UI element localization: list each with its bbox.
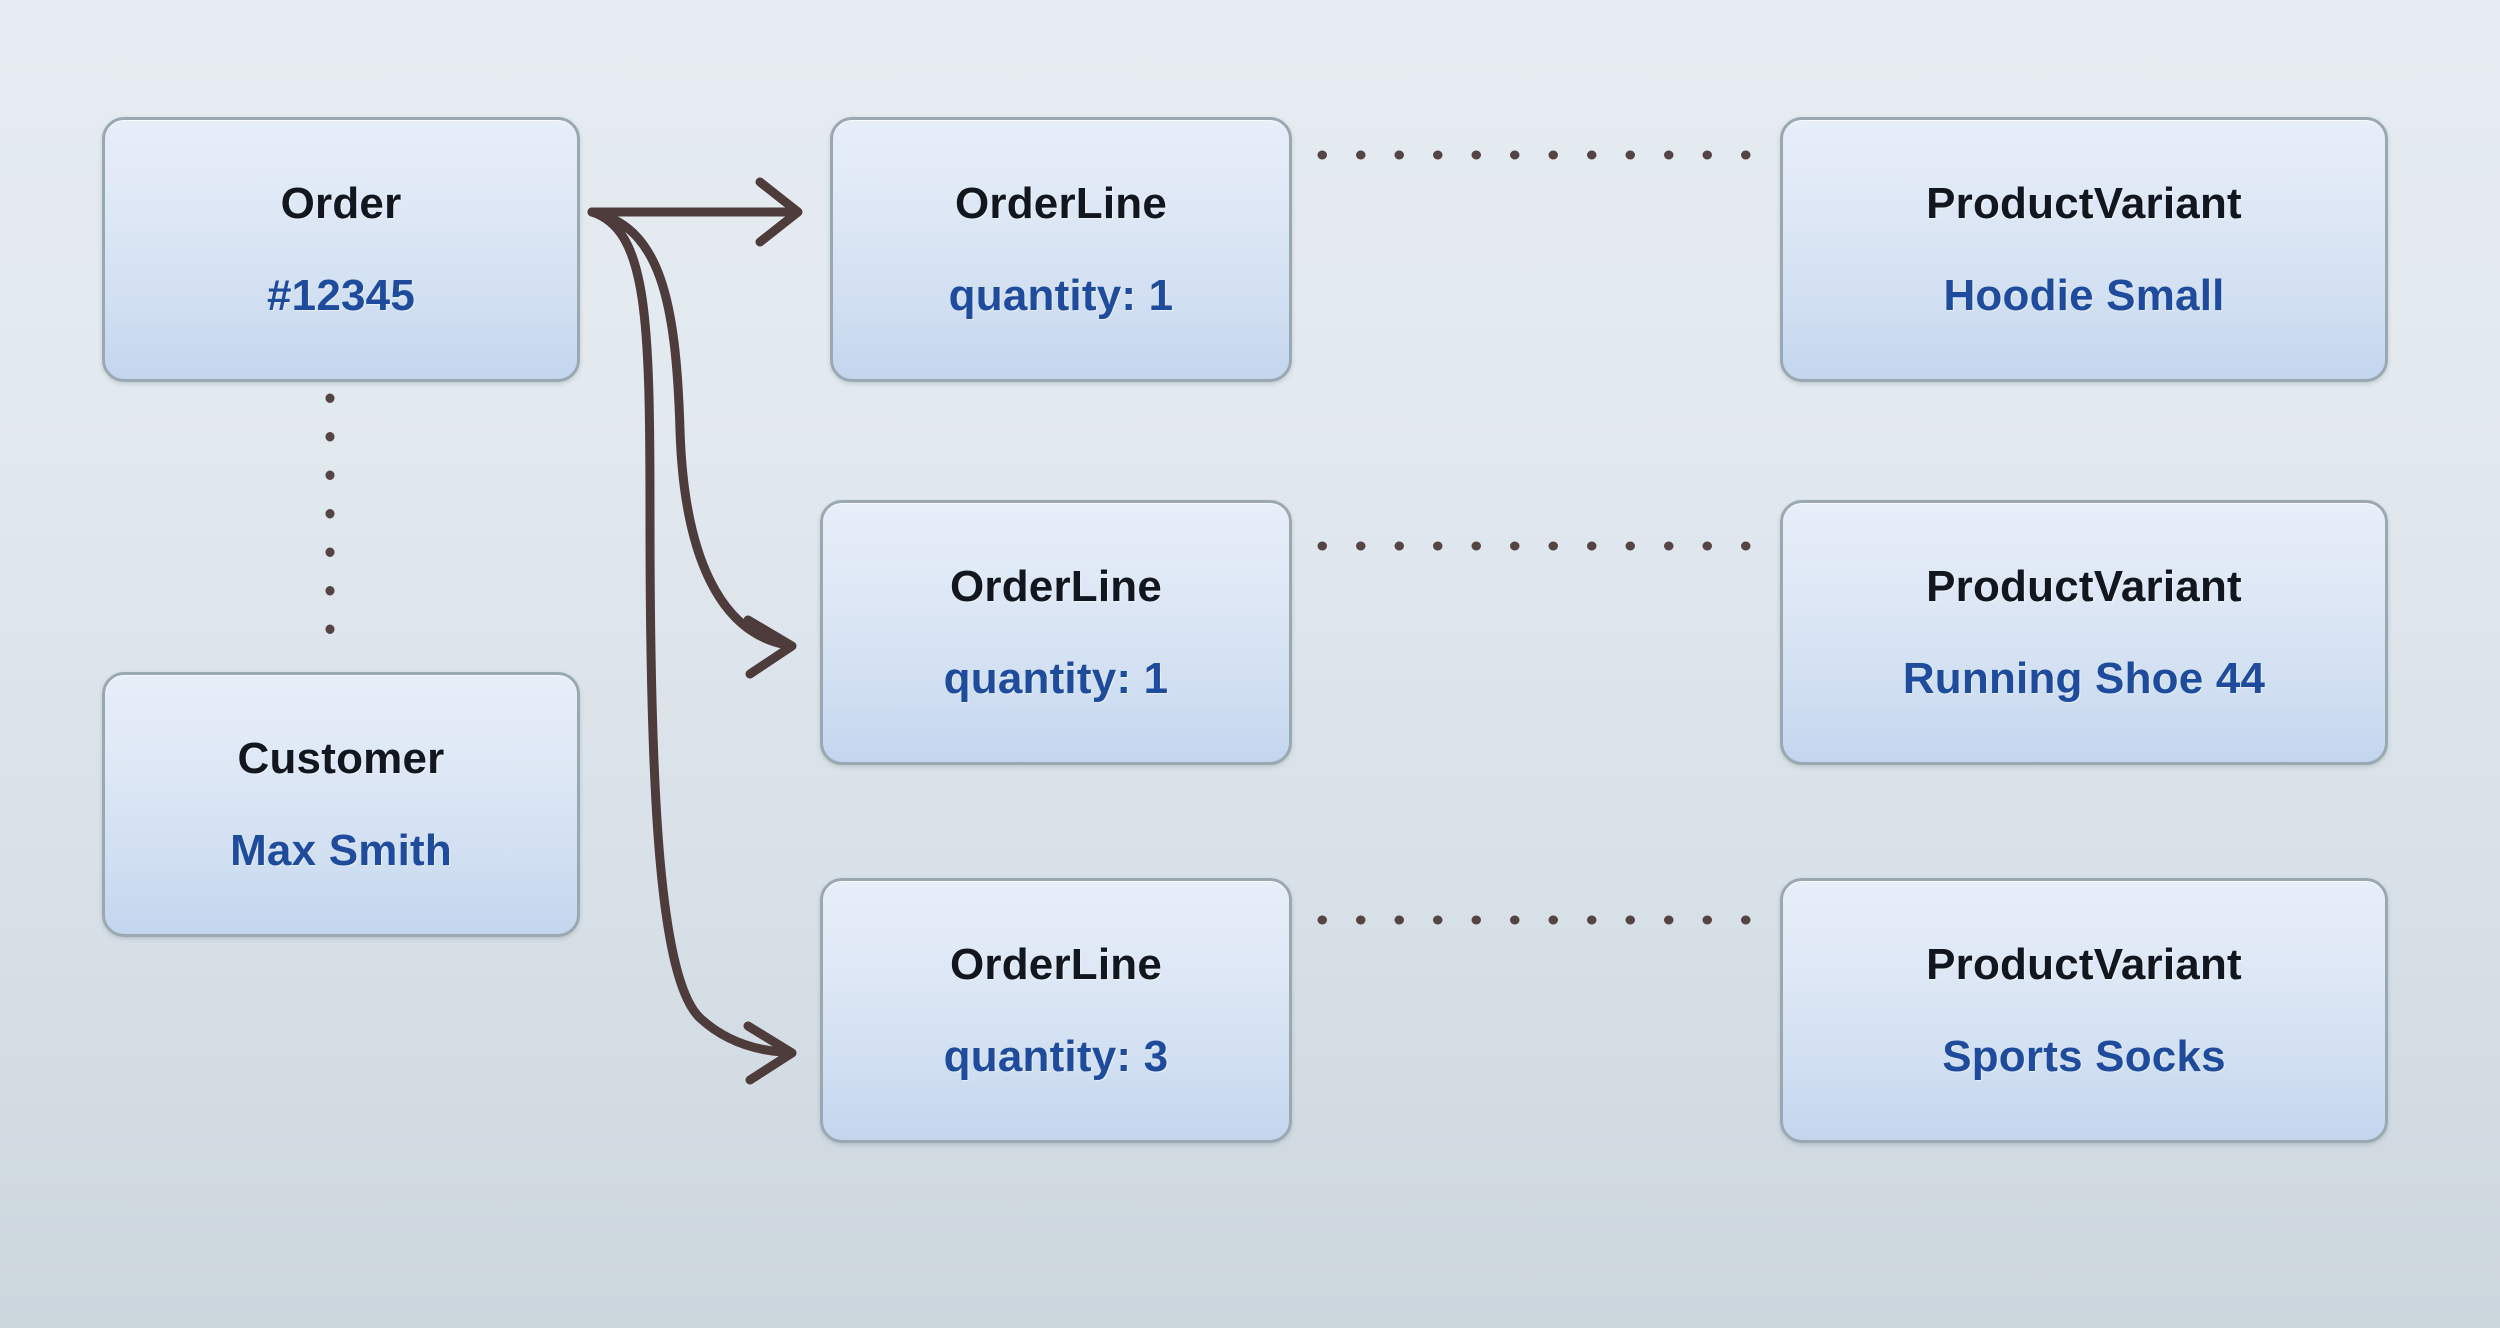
node-customer-title: Customer <box>237 733 445 783</box>
node-productvariant-1[interactable]: ProductVariant Hoodie Small <box>1780 117 2388 382</box>
node-orderline-1-value: quantity: 1 <box>948 270 1174 320</box>
node-order-title: Order <box>280 178 402 228</box>
node-productvariant-1-title: ProductVariant <box>1926 178 2242 228</box>
arrowhead-orderline-3 <box>743 1021 797 1085</box>
node-customer[interactable]: Customer Max Smith <box>102 672 580 937</box>
arrowhead-orderline-1 <box>755 177 803 247</box>
node-order-value: #12345 <box>266 270 416 320</box>
node-customer-value: Max Smith <box>230 825 452 875</box>
node-orderline-1[interactable]: OrderLine quantity: 1 <box>830 117 1292 382</box>
node-orderline-2-title: OrderLine <box>949 561 1163 611</box>
node-productvariant-3-value: Sports Socks <box>1942 1031 2226 1081</box>
node-orderline-3[interactable]: OrderLine quantity: 3 <box>820 878 1292 1143</box>
arrow-order-to-orderline-2 <box>587 207 787 649</box>
node-orderline-2-value: quantity: 1 <box>943 653 1169 703</box>
node-productvariant-2[interactable]: ProductVariant Running Shoe 44 <box>1780 500 2388 765</box>
node-orderline-3-value: quantity: 3 <box>943 1031 1169 1081</box>
node-productvariant-2-value: Running Shoe 44 <box>1902 653 2266 703</box>
node-orderline-2[interactable]: OrderLine quantity: 1 <box>820 500 1292 765</box>
node-productvariant-3[interactable]: ProductVariant Sports Socks <box>1780 878 2388 1143</box>
node-orderline-3-title: OrderLine <box>949 939 1163 989</box>
arrow-order-to-orderline-3 <box>587 207 787 1057</box>
node-productvariant-3-title: ProductVariant <box>1926 939 2242 989</box>
node-productvariant-1-value: Hoodie Small <box>1943 270 2225 320</box>
node-order[interactable]: Order #12345 <box>102 117 580 382</box>
node-productvariant-2-title: ProductVariant <box>1926 561 2242 611</box>
node-orderline-1-title: OrderLine <box>954 178 1168 228</box>
arrowhead-orderline-2 <box>743 615 797 679</box>
